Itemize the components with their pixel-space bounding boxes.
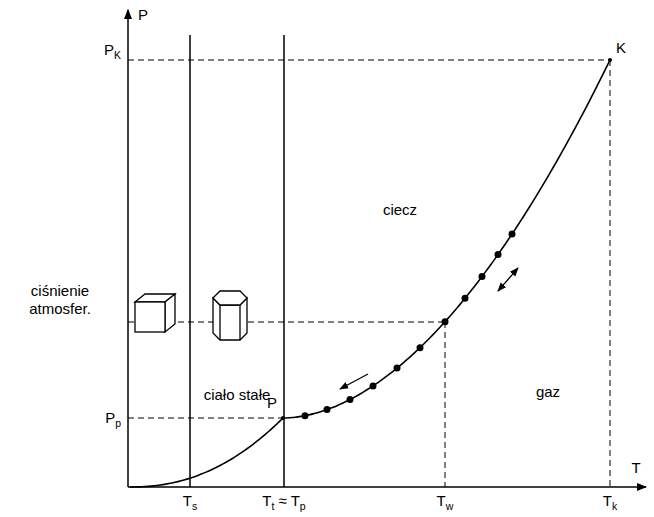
pressure-axis <box>127 10 129 487</box>
equilibrium-dot <box>509 231 516 238</box>
equilibrium-arrow <box>340 374 368 389</box>
subscript: t <box>271 500 274 512</box>
cube-side <box>165 294 175 332</box>
prism-top <box>213 291 247 305</box>
critical-pressure-guide <box>128 60 610 61</box>
boiling-temperature-guide <box>445 322 446 487</box>
axis-value: Tk <box>603 492 617 510</box>
axis-title: P <box>138 6 148 24</box>
axis-title: T <box>631 459 640 477</box>
phase-label: gaz <box>536 383 560 401</box>
equilibrium-dot <box>462 295 469 302</box>
equilibrium-dot <box>347 396 354 403</box>
equilibrium-dot <box>394 365 401 372</box>
solid-transition-line <box>189 35 191 487</box>
subscript: p <box>115 417 121 429</box>
equilibrium-arrow <box>498 268 518 291</box>
point-label: P <box>267 394 277 412</box>
subscript: w <box>446 500 454 512</box>
phase-label: ciecz <box>383 201 417 219</box>
axis-value: Tt ≈ Tp <box>262 492 305 510</box>
equilibrium-dot <box>479 273 486 280</box>
equilibrium-dot <box>495 251 502 258</box>
equilibrium-dot <box>442 318 449 325</box>
equilibrium-dot <box>324 406 331 413</box>
equilibrium-dot <box>302 412 309 419</box>
hexagonal-crystal-icon <box>213 291 247 340</box>
phase-boundary-curve <box>130 60 610 487</box>
equilibrium-dot <box>417 344 424 351</box>
cubic-crystal-icon <box>135 294 175 332</box>
subscript: K <box>114 49 121 61</box>
triple-pressure-guide <box>128 418 283 419</box>
phase-label: ciało stałe <box>197 386 277 404</box>
equilibrium-dot <box>370 382 377 389</box>
subscript: k <box>612 500 617 512</box>
prism-edge <box>219 305 220 340</box>
triple-point <box>281 416 285 420</box>
axis-value: Tw <box>437 492 454 510</box>
critical-point <box>608 58 612 62</box>
pressure-note: ciśnienie atmosfer. <box>6 282 114 318</box>
axis-value: Pp <box>105 409 121 427</box>
critical-temperature-guide <box>610 60 611 487</box>
point-label: K <box>616 39 626 57</box>
axis-value: Ts <box>183 492 197 510</box>
subscript: s <box>192 500 197 512</box>
axis-value: PK <box>104 41 121 59</box>
temperature-axis <box>128 486 646 488</box>
subscript: p <box>300 500 306 512</box>
prism-edge <box>239 305 240 340</box>
cube-front <box>135 302 165 332</box>
